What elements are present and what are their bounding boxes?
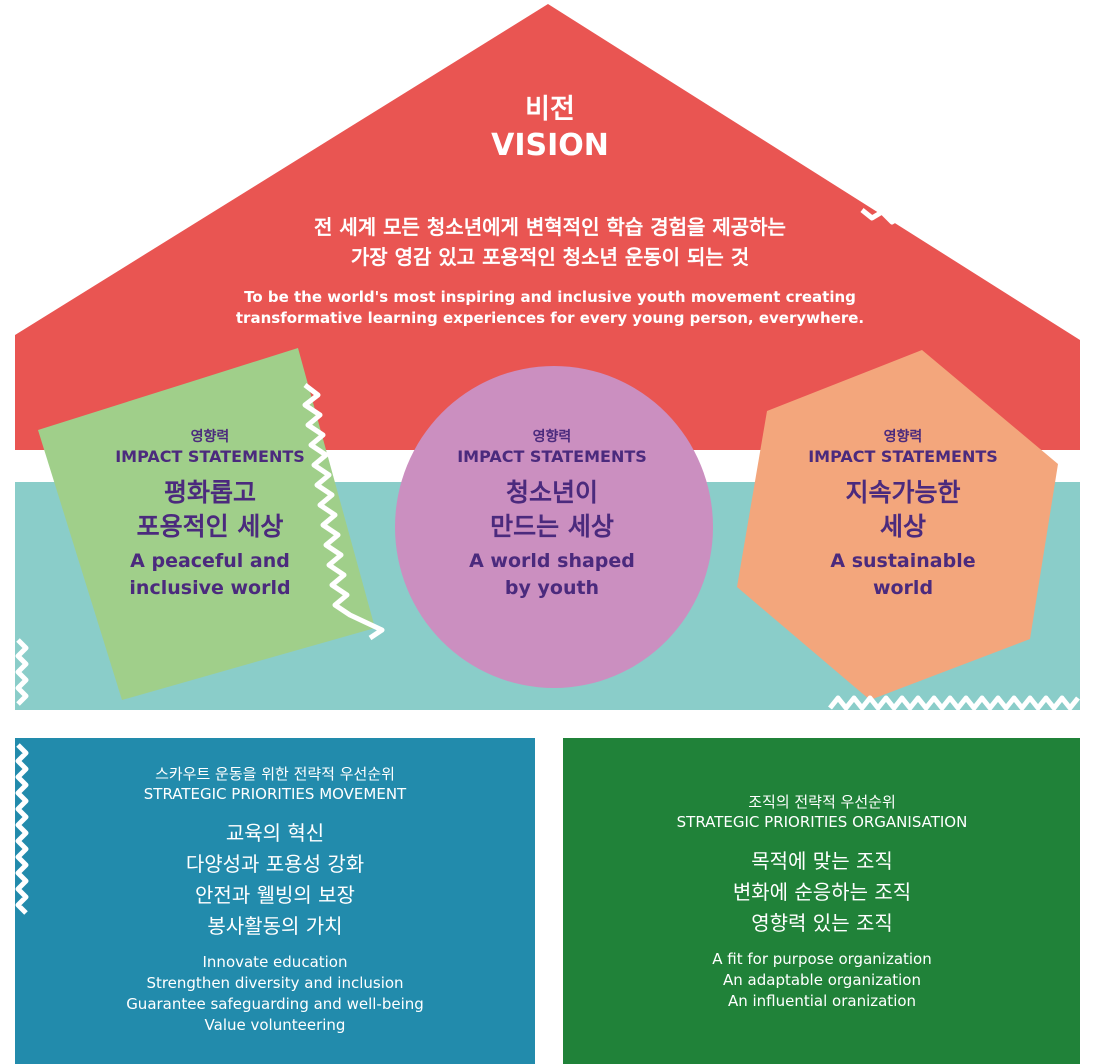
zigzag-line [860, 208, 974, 240]
impact-label-en: IMPACT STATEMENTS [457, 447, 647, 466]
priorities-movement: 스카우트 운동을 위한 전략적 우선순위 STRATEGIC PRIORITIE… [25, 764, 525, 1036]
priorities-label-en: STRATEGIC PRIORITIES ORGANISATION [676, 813, 968, 831]
impact-label-ko: 영향력 [532, 429, 572, 445]
priorities-label-ko: 조직의 전략적 우선순위 [748, 793, 896, 811]
vision-house-shape [15, 4, 1080, 450]
vision-statement-en: To be the world's most inspiring and inc… [0, 287, 1100, 329]
vision-statement-ko: 전 세계 모든 청소년에게 변혁적인 학습 경험을 제공하는 가장 영감 있고 … [0, 212, 1100, 272]
zigzag-line [15, 638, 29, 706]
vision-statement-en-line: transformative learning experiences for … [235, 309, 865, 327]
zigzag-line [302, 383, 385, 641]
organisation-box [563, 738, 1080, 1064]
impact-label-ko: 영향력 [883, 429, 923, 445]
zigzag-line [15, 743, 29, 915]
movement-box [15, 738, 535, 1064]
vision-statement-en-line: To be the world's most inspiring and inc… [244, 288, 856, 306]
priorities-label-ko: 스카우트 운동을 위한 전략적 우선순위 [155, 765, 395, 783]
impact-label-en: IMPACT STATEMENTS [115, 447, 305, 466]
vision-statement-ko-line: 전 세계 모든 청소년에게 변혁적인 학습 경험을 제공하는 [314, 215, 786, 239]
priorities-label-en: STRATEGIC PRIORITIES MOVEMENT [143, 785, 407, 803]
impact-shape-green [38, 348, 375, 700]
zigzag-line [828, 695, 1080, 711]
zigzag-decorations [15, 208, 1080, 915]
impact-label-en: IMPACT STATEMENTS [808, 447, 998, 466]
vision-title-ko: 비전 [525, 94, 575, 125]
impact-shape-orange [737, 350, 1058, 700]
impact-label-ko: 영향력 [190, 429, 230, 445]
impact-shape-purple [395, 366, 713, 688]
priorities-organisation: 조직의 전략적 우선순위 STRATEGIC PRIORITIES ORGANI… [572, 792, 1072, 1012]
vision-title-en: VISION [491, 128, 609, 163]
vision-statement-ko-line: 가장 영감 있고 포용적인 청소년 운동이 되는 것 [350, 245, 750, 269]
